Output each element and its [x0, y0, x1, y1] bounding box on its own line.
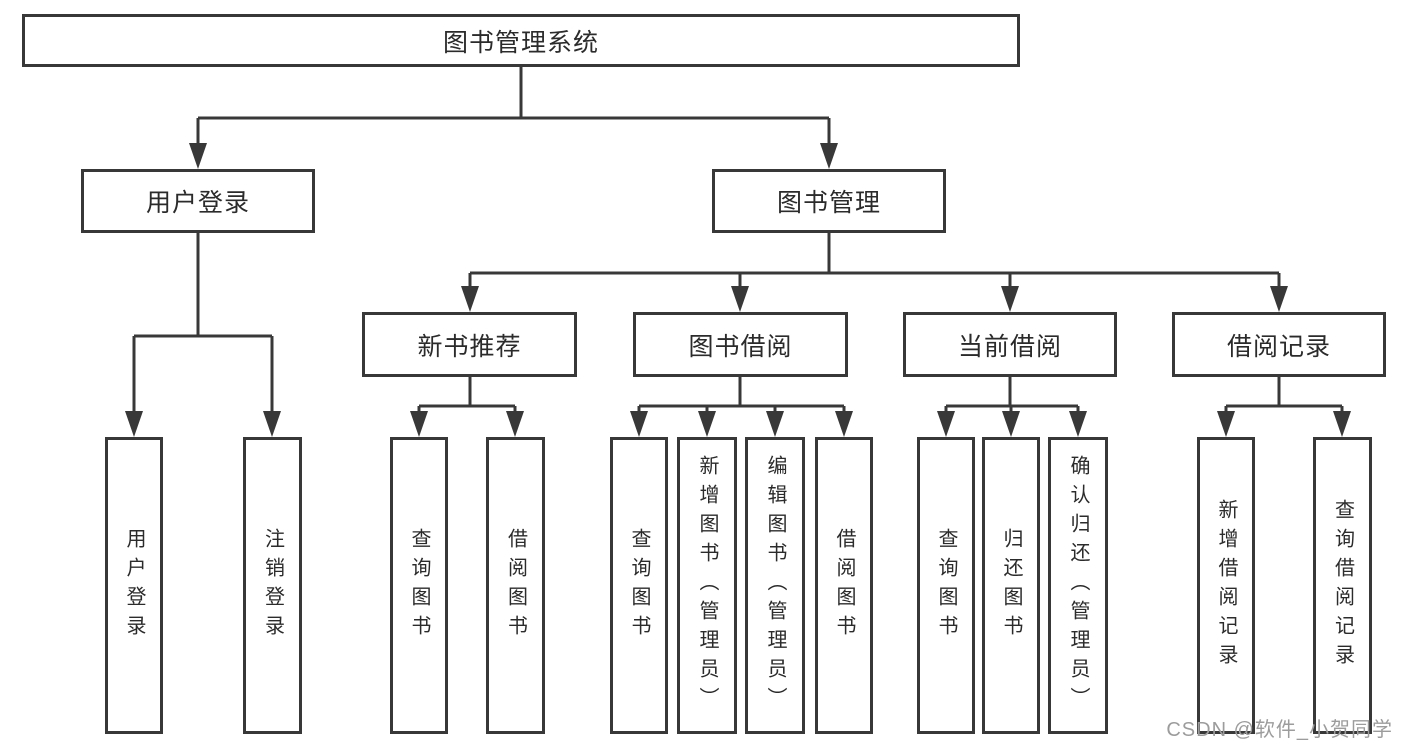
arrowhead-icon — [1217, 411, 1235, 437]
node-book-borrow: 图书借阅 — [633, 312, 848, 377]
edge-current-trunk — [946, 377, 1078, 408]
leaf-add-books-admin: 新增图书（管理员） — [677, 437, 737, 734]
arrowhead-icon — [698, 411, 716, 437]
leaf-borrow-query-books: 查询图书 — [610, 437, 668, 734]
leaf-borrow-books-label: 借阅图书 — [833, 527, 855, 644]
leaf-edit-books-admin-label: 编辑图书（管理员） — [764, 455, 786, 716]
arrowhead-icon — [937, 411, 955, 437]
leaf-user-login-label: 用户登录 — [123, 527, 145, 644]
leaf-rec-query-books-label: 查询图书 — [408, 527, 430, 644]
leaf-add-borrow-record: 新增借阅记录 — [1197, 437, 1255, 734]
arrowhead-icon — [263, 411, 281, 437]
arrowhead-icon — [410, 411, 428, 437]
node-borrow-records: 借阅记录 — [1172, 312, 1386, 377]
leaf-user-login: 用户登录 — [105, 437, 163, 734]
edge-root-trunk — [198, 67, 829, 120]
arrowhead-icon — [820, 143, 838, 169]
leaf-borrow-books: 借阅图书 — [815, 437, 873, 734]
leaf-rec-query-books: 查询图书 — [390, 437, 448, 734]
edge-mgmt-trunk — [470, 233, 1279, 275]
node-book-management: 图书管理 — [712, 169, 946, 233]
leaf-query-borrow-record: 查询借阅记录 — [1313, 437, 1372, 734]
arrowhead-icon — [189, 143, 207, 169]
leaf-return-books: 归还图书 — [982, 437, 1040, 734]
leaf-return-books-label: 归还图书 — [1000, 527, 1022, 644]
arrowhead-icon — [1069, 411, 1087, 437]
node-root: 图书管理系统 — [22, 14, 1020, 67]
leaf-confirm-return-admin-label: 确认归还（管理员） — [1067, 455, 1089, 716]
watermark: CSDN @软件_小贺同学 — [1166, 719, 1393, 741]
edge-rec-trunk — [419, 377, 515, 408]
leaf-logout-label: 注销登录 — [261, 527, 284, 644]
arrowhead-icon — [125, 411, 143, 437]
arrowhead-icon — [1333, 411, 1351, 437]
arrowhead-icon — [630, 411, 648, 437]
arrowhead-icon — [731, 286, 749, 312]
node-new-book-recommend-label: 新书推荐 — [417, 332, 522, 361]
leaf-query-borrow-record-label: 查询借阅记录 — [1331, 498, 1354, 673]
leaf-confirm-return-admin: 确认归还（管理员） — [1048, 437, 1108, 734]
leaf-add-borrow-record-label: 新增借阅记录 — [1215, 498, 1237, 673]
leaf-logout: 注销登录 — [243, 437, 302, 734]
node-root-label: 图书管理系统 — [442, 28, 599, 57]
node-current-borrow: 当前借阅 — [903, 312, 1117, 377]
node-book-borrow-label: 图书借阅 — [688, 332, 793, 361]
leaf-current-query-books: 查询图书 — [917, 437, 975, 734]
node-new-book-recommend: 新书推荐 — [362, 312, 577, 377]
arrowhead-icon — [766, 411, 784, 437]
arrowhead-icon — [835, 411, 853, 437]
node-user-login: 用户登录 — [81, 169, 315, 233]
leaf-add-books-admin-label: 新增图书（管理员） — [696, 455, 718, 716]
arrowhead-icon — [1270, 286, 1288, 312]
leaf-edit-books-admin: 编辑图书（管理员） — [745, 437, 805, 734]
edge-records-trunk — [1226, 377, 1342, 408]
arrowhead-icon — [1001, 286, 1019, 312]
arrowhead-icon — [1002, 411, 1020, 437]
edge-login-trunk — [134, 233, 272, 338]
node-current-borrow-label: 当前借阅 — [957, 332, 1062, 361]
leaf-borrow-query-books-label: 查询图书 — [628, 527, 650, 644]
leaf-rec-borrow-books-label: 借阅图书 — [504, 527, 527, 644]
node-borrow-records-label: 借阅记录 — [1226, 332, 1331, 361]
node-user-login-label: 用户登录 — [145, 189, 250, 217]
edge-borrow-trunk — [639, 377, 844, 408]
node-book-management-label: 图书管理 — [776, 189, 881, 217]
arrowhead-icon — [506, 411, 524, 437]
leaf-rec-borrow-books: 借阅图书 — [486, 437, 545, 734]
arrowhead-icon — [461, 286, 479, 312]
leaf-current-query-books-label: 查询图书 — [935, 527, 957, 644]
